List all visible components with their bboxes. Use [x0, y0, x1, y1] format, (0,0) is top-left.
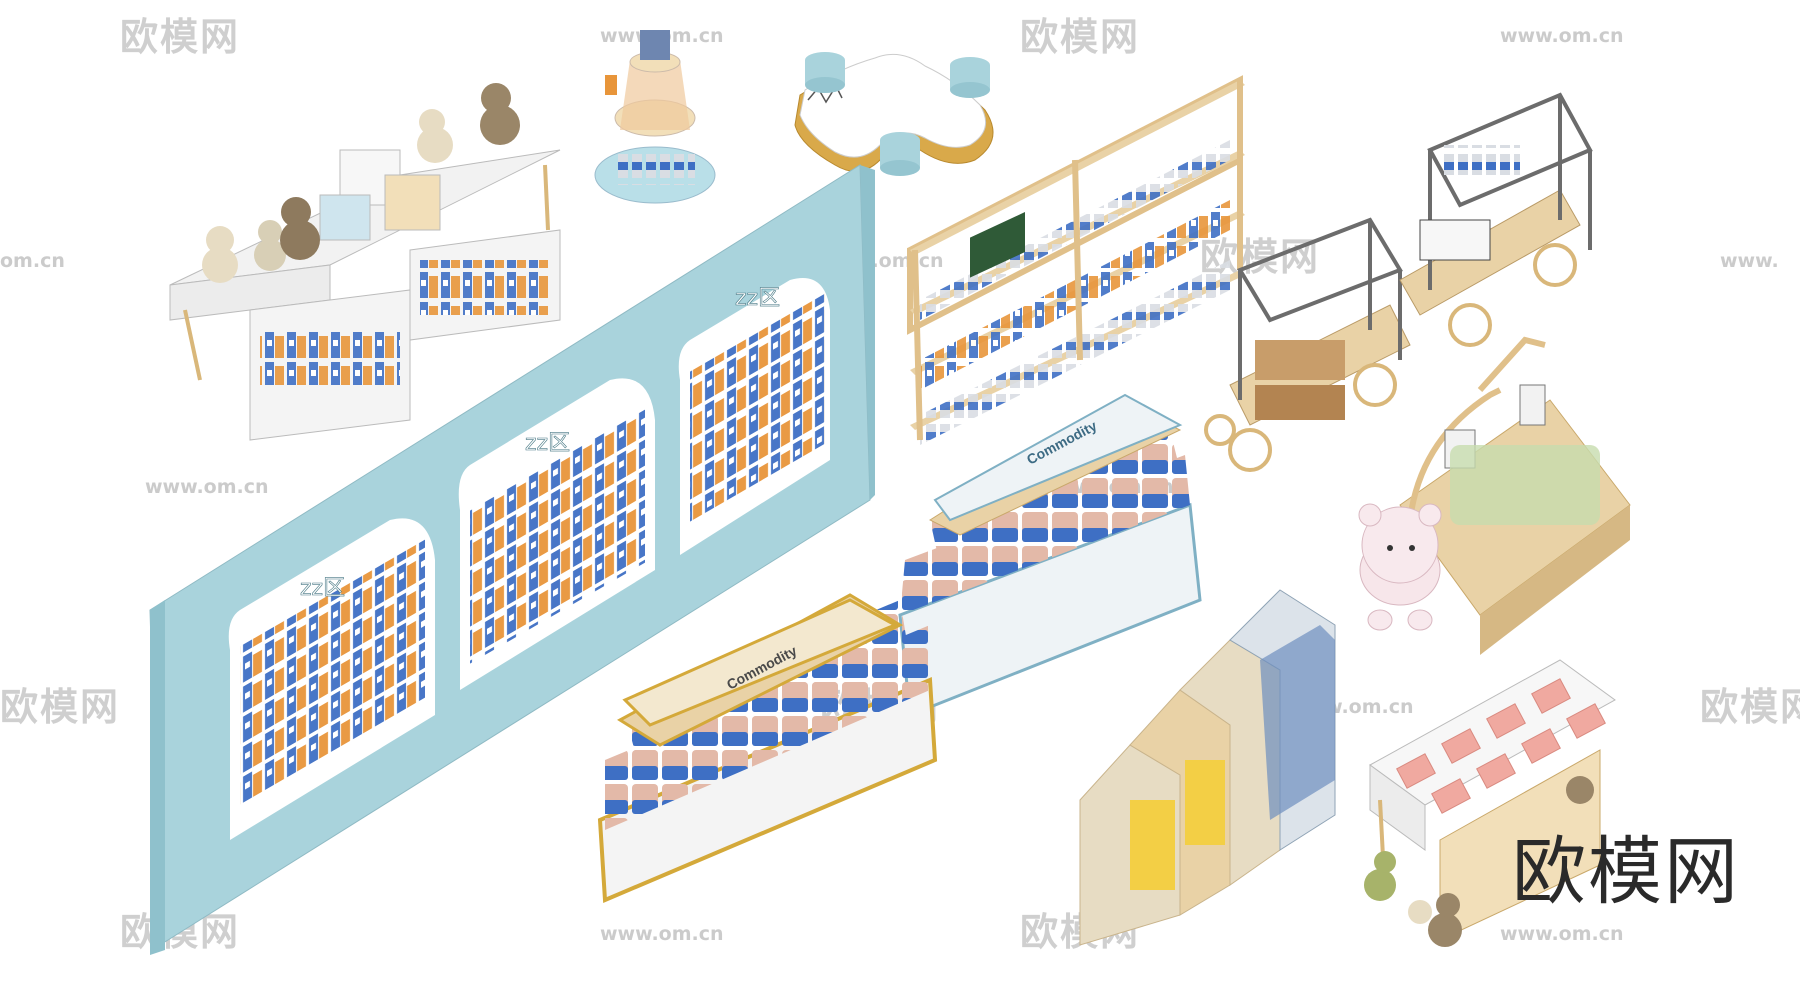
- watermark-logo: 欧模网: [1700, 685, 1800, 729]
- poster-panel: [1519, 384, 1546, 426]
- shelf-cubby: [1130, 800, 1175, 890]
- arched-niche: zz区: [228, 518, 435, 840]
- metal-frame-cart: [1399, 92, 1593, 347]
- product-item: [640, 30, 670, 60]
- arched-niche: zz区: [458, 378, 655, 690]
- display-tray: [1419, 219, 1491, 261]
- display-box: [319, 194, 371, 241]
- small-teddy-bear: [1364, 851, 1396, 901]
- watermark-logo: 欧模网: [120, 15, 240, 59]
- watermark-url: www.om.cn: [1500, 25, 1624, 47]
- cart-wheel: [1353, 363, 1397, 407]
- teddy-bear: [202, 226, 238, 283]
- watermark-url: www.om.cn: [600, 923, 724, 945]
- product-row: [1440, 145, 1520, 175]
- teddy-bear: [480, 83, 520, 145]
- watermark-url-partial: om.cn: [0, 250, 65, 272]
- teddy-bear: [417, 109, 453, 163]
- zone-label: zz区: [300, 576, 345, 601]
- round-stool: [950, 57, 990, 98]
- house-shaped-shelving: [1079, 589, 1336, 946]
- shelf-cubby: [1185, 760, 1225, 845]
- product-item: [605, 75, 617, 95]
- watermark-url: www.om.cn: [1500, 923, 1624, 945]
- zone-label: zz区: [525, 431, 570, 456]
- brand-watermark-logo: 欧模网: [1512, 829, 1740, 915]
- wooden-shelf-rack: [907, 75, 1245, 445]
- pink-product-table: [1364, 659, 1616, 947]
- bear-mascot: [1358, 503, 1442, 631]
- teddy-bear-display-table: [169, 83, 561, 441]
- curved-bench-seating: [794, 52, 994, 176]
- arched-niche: zz区: [678, 278, 830, 555]
- small-teddy-bear: [1428, 893, 1462, 947]
- product-row: [420, 260, 550, 315]
- round-stool: [880, 132, 920, 176]
- watermark-logo: 欧模网: [1020, 15, 1140, 59]
- cart-wheel: [1204, 414, 1236, 446]
- bread-tray: [1255, 385, 1345, 420]
- blue-arched-wall-shelving: zz区 zz区 zz区: [149, 164, 875, 955]
- round-stool: [805, 52, 845, 93]
- commodity-gondola-blue: Commodity: [898, 393, 1202, 718]
- watermark-url-partial: www.: [1720, 250, 1779, 272]
- teddy-bear: [254, 220, 286, 271]
- bread-tray: [1255, 340, 1345, 380]
- cart-wheel: [1448, 303, 1492, 347]
- zone-label: zz区: [735, 286, 780, 311]
- pink-item-grid: [1396, 678, 1606, 814]
- display-box: [384, 174, 441, 231]
- bear-mascot-display: [1358, 336, 1631, 655]
- product-row: [260, 330, 400, 385]
- watermark-url: www.om.cn: [145, 476, 269, 498]
- round-product-display: [594, 30, 716, 204]
- product-box: [970, 212, 1025, 278]
- product-bags: [1450, 445, 1600, 525]
- watermark-logo: 欧模网: [0, 685, 120, 729]
- small-teddy-bear: [1408, 900, 1432, 924]
- teddy-bear: [280, 197, 320, 260]
- cart-wheel: [1533, 243, 1577, 287]
- small-teddy-bear: [1566, 776, 1594, 804]
- metal-frame-cart: [1204, 217, 1411, 472]
- cart-wheel: [1228, 428, 1272, 472]
- commodity-gondola-gold: Commodity: [597, 593, 938, 903]
